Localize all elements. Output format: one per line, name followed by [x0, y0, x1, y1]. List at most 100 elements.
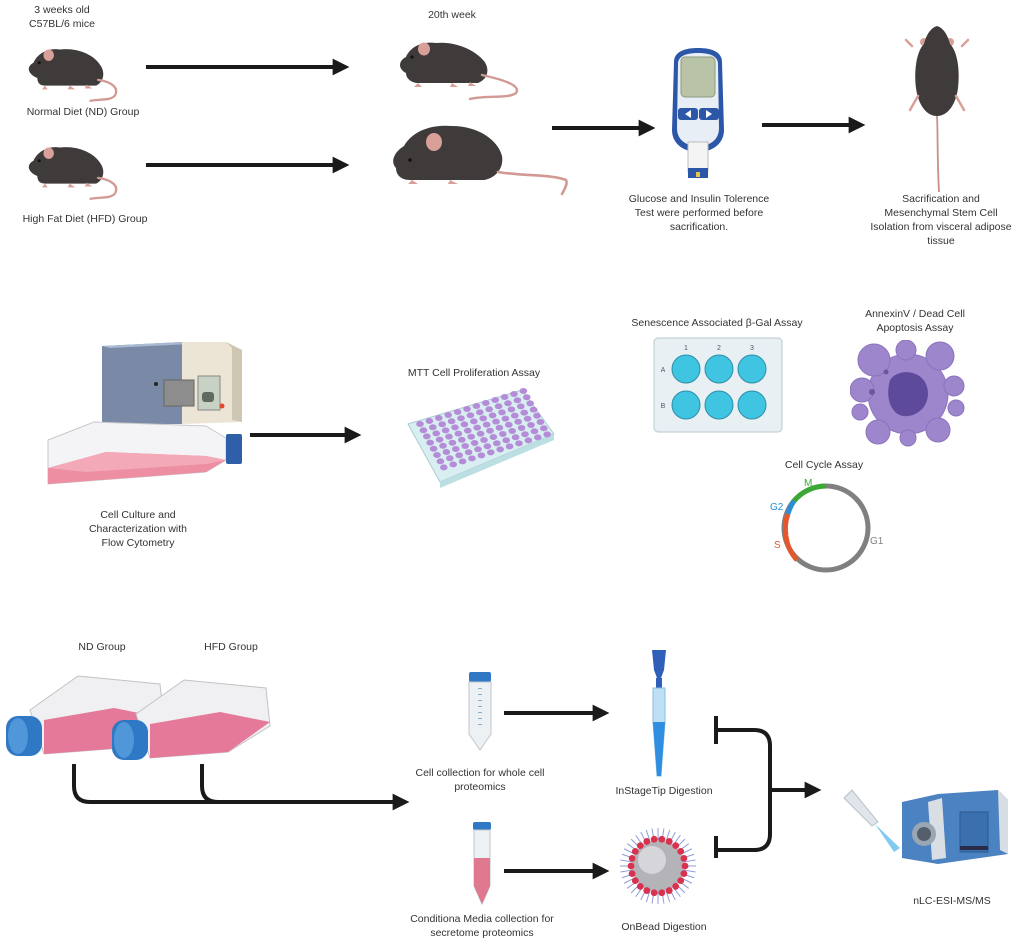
mass-spectrometer-icon — [902, 790, 1008, 864]
mtt-well — [517, 403, 525, 410]
plate-row-label: A — [661, 367, 666, 374]
falcon-tube-secretome-icon — [473, 822, 491, 906]
bead-protein-dot — [627, 862, 635, 870]
mtt-well — [464, 449, 473, 456]
mtt-well — [523, 415, 532, 422]
mtt-well — [477, 452, 486, 459]
bead-spike — [683, 859, 696, 863]
phase-arc-g2 — [785, 499, 797, 515]
arrow-to-mtt — [250, 426, 362, 444]
apoptotic-cell-icon — [850, 340, 965, 447]
hfd-group-label: High Fat Diet (HFD) Group — [22, 213, 148, 225]
mtt-well — [530, 428, 539, 435]
mtt-well — [436, 458, 445, 465]
mtt-well — [527, 422, 535, 428]
sa-gal-well — [737, 354, 767, 384]
mtt-well — [513, 397, 522, 404]
mtt-well — [474, 446, 482, 453]
mtt-well — [439, 442, 447, 449]
mtt-well — [520, 409, 528, 416]
culture-line3: Flow Cytometry — [101, 537, 175, 549]
mtt-well — [524, 437, 533, 444]
mtt-well — [435, 415, 443, 421]
sacrification-label: Sacrification and Mesenchymal Stem Cell … — [856, 192, 1020, 248]
phase-label-g1: G1 — [870, 536, 884, 547]
mtt-well — [519, 388, 528, 394]
nd-mouse-young-icon — [27, 47, 118, 102]
mtt-well — [510, 391, 518, 397]
mtt-well — [529, 406, 538, 413]
mtt-well — [479, 415, 487, 422]
mtt-well — [499, 431, 507, 437]
apoptosis-label: AnnexinV / Dead Cell Apoptosis Assay — [840, 307, 990, 335]
mtt-well — [482, 421, 491, 428]
mtt-well — [470, 440, 479, 446]
mtt-well — [491, 397, 499, 403]
mtt-well — [452, 446, 460, 452]
plate-column-label: 3 — [750, 345, 754, 352]
mtt-well — [508, 428, 516, 434]
falcon-tube-whole-cell-icon — [468, 672, 492, 751]
mtt-well — [463, 406, 471, 412]
cell-cycle-diagram: M G2 S G1 — [770, 478, 884, 573]
mtt-well — [435, 436, 444, 443]
sacrification-line4: tissue — [927, 235, 955, 247]
sacrificed-mouse-icon — [904, 26, 970, 193]
mtt-well — [453, 409, 462, 415]
mtt-well — [505, 421, 513, 428]
mtt-well — [423, 433, 431, 440]
sacrification-line2: Mesenchymal Stem Cell — [884, 207, 998, 219]
sa-gal-well — [704, 390, 734, 420]
bead-protein-dot — [643, 838, 651, 845]
culture-label: Cell Culture and Characterization with F… — [58, 508, 218, 550]
secretome-label: Conditiona Media collection for secretom… — [382, 912, 582, 940]
mtt-well — [458, 436, 466, 443]
mtt-well — [496, 446, 504, 453]
mtt-well — [511, 434, 520, 441]
apoptosis-line1: AnnexinV / Dead Cell — [865, 308, 965, 320]
hfd-flask-icon — [112, 679, 271, 760]
mtt-well — [502, 437, 510, 444]
glucose-test-label: Glucose and Insulin Tolerence Test were … — [614, 192, 784, 234]
digest-merge-bracket — [714, 716, 822, 858]
mtt-well — [426, 439, 434, 446]
arrow-hfd-to-20wk — [146, 156, 350, 174]
mtt-well — [482, 400, 490, 406]
mtt-well — [498, 409, 506, 416]
onbead-label: OnBead Digestion — [621, 921, 707, 933]
mtt-well — [500, 394, 509, 400]
culture-flask-icon — [47, 421, 242, 485]
secretome-line1: Conditiona Media collection for — [410, 913, 554, 925]
esi-emitter-icon — [843, 789, 900, 852]
bead-protein-dot — [658, 889, 666, 897]
start-mice-label: 3 weeks old C57BL/6 mice — [22, 3, 102, 31]
hfd-mouse-young-icon — [27, 145, 118, 200]
sa-gal-label: Senescence Associated β-Gal Assay — [631, 317, 803, 329]
mtt-well — [515, 440, 523, 447]
instagetip-label: InStageTip Digestion — [615, 785, 713, 797]
mtt-well — [449, 461, 457, 468]
arrow-to-sacrification — [762, 116, 866, 134]
bead-protein-dot — [636, 842, 644, 849]
arrow-to-glucose-test — [552, 119, 656, 137]
mtt-well — [444, 412, 452, 418]
mtt-well — [514, 418, 522, 425]
mtt-well — [526, 400, 534, 407]
mtt-well — [488, 412, 497, 419]
bead-protein-dot — [631, 877, 639, 884]
sa-gal-well — [671, 390, 701, 420]
mtt-well — [543, 431, 551, 438]
whole-cell-line1: Cell collection for whole cell — [415, 767, 545, 779]
mtt-well — [425, 418, 434, 424]
sacrification-line1: Sacrification and — [902, 193, 980, 205]
bead-spike — [620, 869, 633, 873]
mtt-well — [485, 406, 493, 413]
mtt-well — [468, 455, 476, 462]
sa-gal-well — [737, 390, 767, 420]
sacrification-line3: Isolation from visceral adipose — [870, 221, 1012, 233]
mtt-well — [440, 464, 448, 471]
mtt-well — [461, 443, 469, 449]
mtt-label: MTT Cell Proliferation Assay — [407, 367, 541, 379]
mtt-well — [433, 452, 441, 458]
mtt-well — [472, 403, 481, 409]
